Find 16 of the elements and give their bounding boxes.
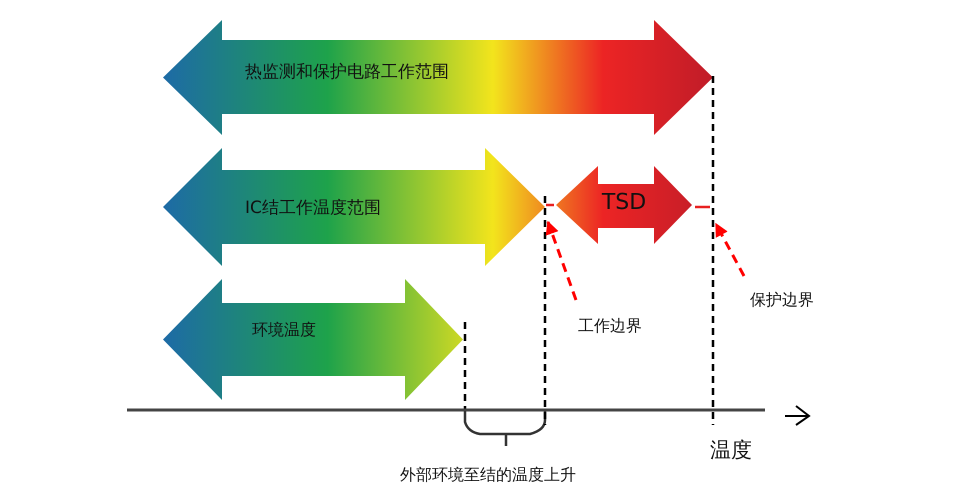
arrow-label: TSD (600, 190, 648, 215)
arrow-label: 环境温度 (252, 320, 316, 341)
boundary-label: 保护边界 (750, 290, 814, 311)
boundary-line (543, 196, 547, 425)
axis-label: 温度 (710, 437, 752, 464)
boundary-label: 工作边界 (578, 316, 642, 337)
arrow-label: 热监测和保护电路工作范围 (245, 61, 449, 83)
range-band (163, 148, 545, 266)
boundary-line (711, 76, 715, 425)
arrow-label: IC结工作温度范围 (245, 197, 381, 219)
range-band (163, 279, 463, 400)
leader-arrow (546, 220, 578, 300)
range-band (163, 20, 713, 135)
range-caption: 外部环境至结的温度上升 (400, 465, 576, 486)
range-band (556, 166, 692, 244)
leader-arrow (714, 222, 746, 277)
